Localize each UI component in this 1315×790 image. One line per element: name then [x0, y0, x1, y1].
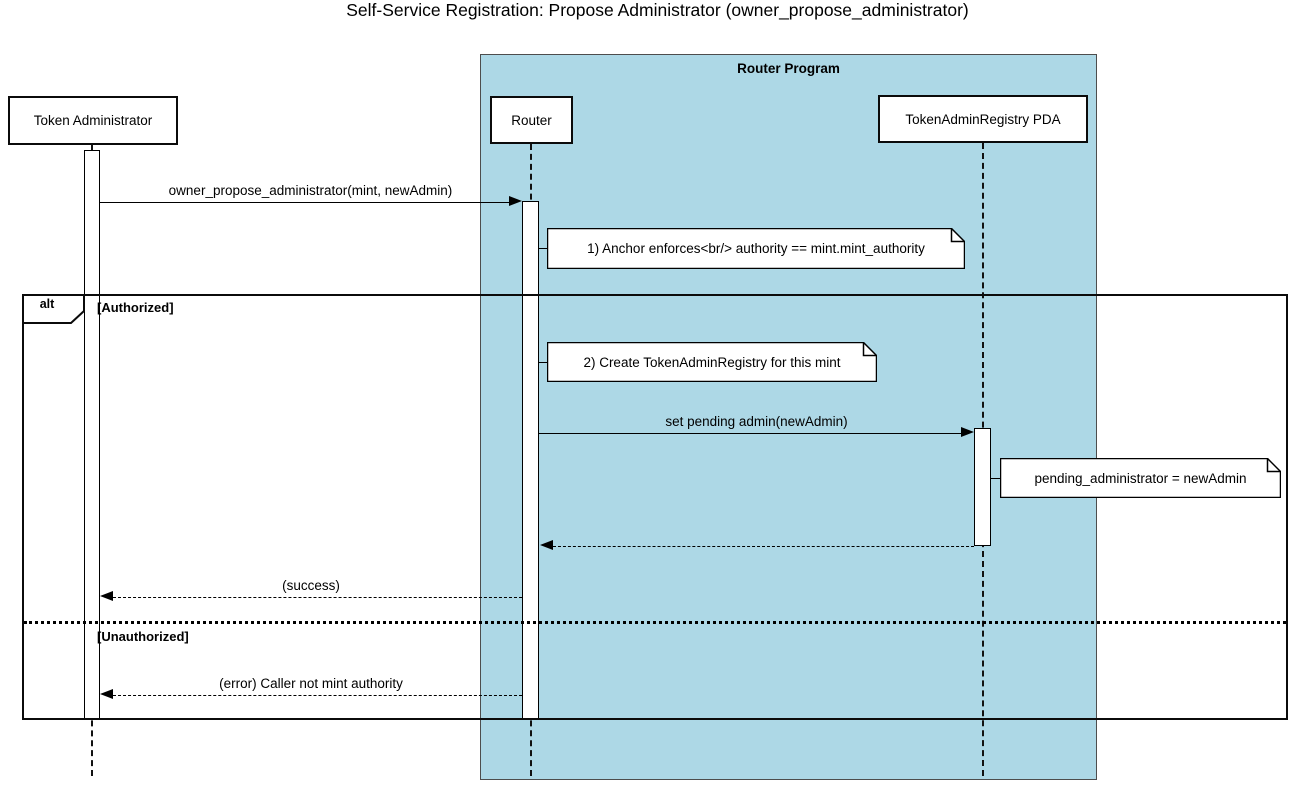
alt-operator-label: alt: [39, 297, 55, 311]
participant-label: TokenAdminRegistry PDA: [905, 111, 1061, 127]
participant-label: Router: [511, 112, 552, 128]
diagram-title: Self-Service Registration: Propose Admin…: [346, 0, 969, 20]
activation-router: [522, 201, 539, 720]
note-connector: [538, 248, 548, 249]
router-program-group: Router Program: [480, 54, 1097, 780]
message-label-set-pending: set pending admin(newAdmin): [665, 414, 848, 429]
alt-operator-badge: alt: [22, 294, 86, 324]
guard-unauthorized: [Unauthorized]: [97, 629, 189, 644]
arrowhead-right-icon: [961, 427, 974, 437]
activation-token-admin-registry-pda: [974, 428, 991, 546]
arrowhead-right-icon: [509, 196, 522, 206]
note-create-registry: 2) Create TokenAdminRegistry for this mi…: [547, 342, 877, 382]
note-text: 1) Anchor enforces<br/> authority == min…: [587, 241, 925, 256]
note-anchor-enforces: 1) Anchor enforces<br/> authority == min…: [547, 228, 965, 269]
note-shape: [1000, 458, 1281, 498]
note-pending-admin: pending_administrator = newAdmin: [1000, 458, 1281, 498]
note-shape: [547, 228, 965, 269]
message-line-propose: [99, 202, 510, 203]
arrowhead-left-icon: [100, 591, 113, 601]
arrowhead-left-icon: [540, 540, 553, 550]
message-line-success: [113, 597, 522, 598]
note-connector: [990, 478, 1000, 479]
note-connector: [538, 362, 548, 363]
participant-router: Router: [490, 96, 573, 144]
message-line-set-pending: [539, 433, 961, 434]
participant-token-administrator: Token Administrator: [8, 96, 178, 145]
router-program-group-label: Router Program: [737, 61, 840, 76]
message-line-error: [113, 695, 522, 696]
message-label-error: (error) Caller not mint authority: [219, 676, 403, 691]
note-shape: [547, 342, 877, 382]
note-text: pending_administrator = newAdmin: [1034, 470, 1247, 486]
participant-label: Token Administrator: [33, 113, 153, 128]
alt-divider: [24, 621, 1286, 624]
participant-token-admin-registry-pda: TokenAdminRegistry PDA: [878, 95, 1088, 143]
message-line-pda-return: [553, 546, 974, 547]
note-text: 2) Create TokenAdminRegistry for this mi…: [583, 354, 841, 370]
message-label-propose: owner_propose_administrator(mint, newAdm…: [168, 183, 453, 198]
guard-authorized: [Authorized]: [97, 300, 174, 315]
arrowhead-left-icon: [100, 689, 113, 699]
message-label-success: (success): [282, 578, 340, 593]
